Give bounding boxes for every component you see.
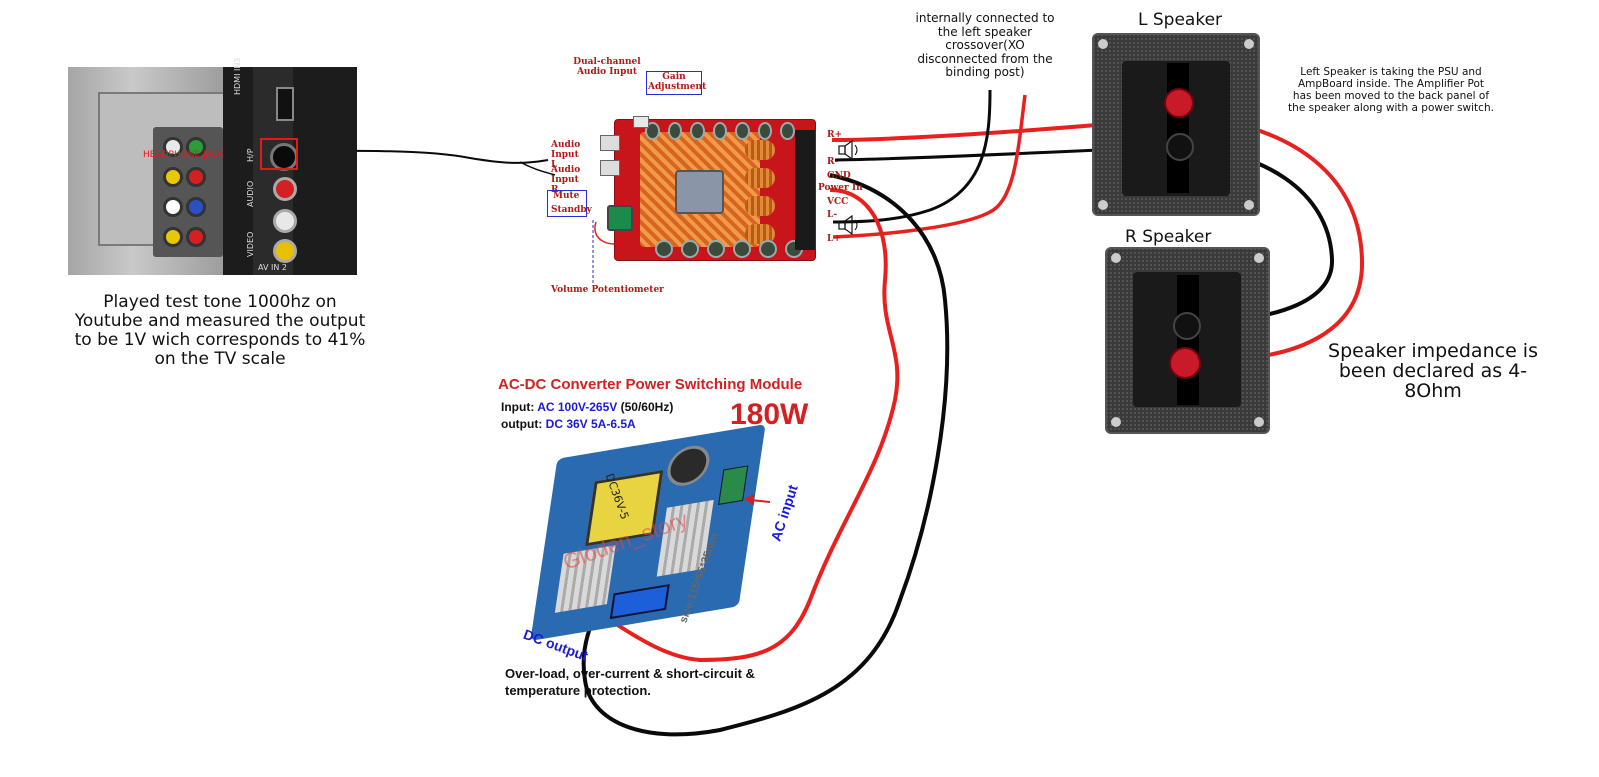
screw (1254, 253, 1264, 263)
wire-power-black (581, 173, 950, 737)
left-red-binding-post[interactable] (1164, 88, 1194, 118)
speaker-symbol-r (838, 140, 858, 160)
port-dot (186, 227, 206, 247)
left-speaker-note: Left Speaker is taking the PSU and AmpBo… (1288, 66, 1494, 114)
label-l-plus: L+ (827, 234, 841, 244)
label-gnd: GND (827, 171, 851, 181)
psu-output-line: output: DC 36V 5A-6.5A (501, 417, 636, 431)
impedance-note: Speaker impedance is been declared as 4-… (1328, 340, 1538, 402)
av-in-label: AV IN 2 (258, 263, 287, 272)
psu-input-freq: (50/60Hz) (620, 400, 674, 414)
inductor (745, 196, 775, 216)
psu-wattage: 180W (730, 398, 809, 431)
internal-connection-note: internally connected to the left speaker… (915, 11, 1055, 79)
port-dot (163, 197, 183, 217)
inductor (745, 168, 775, 188)
label-r-minus: R- (827, 157, 839, 167)
psu-output-value: DC 36V 5A-6.5A (545, 417, 636, 431)
right-black-binding-post[interactable] (1173, 312, 1201, 340)
inductor (745, 140, 775, 160)
label-vcc: VCC (827, 197, 849, 207)
volume-pointer (592, 220, 594, 285)
psu-output-terminal (609, 584, 670, 620)
rca-white-port (273, 209, 297, 233)
screw (1244, 200, 1254, 210)
psu-output-label: output: (501, 417, 543, 431)
audio-input-jack-r (600, 160, 620, 176)
label-r-plus: R+ (827, 130, 843, 140)
video-label: VIDEO (246, 231, 255, 257)
left-plate-strip (1167, 63, 1189, 193)
label-mute: Mute (553, 191, 580, 201)
audio-input-jack-l (600, 135, 620, 151)
headphone-jack-label: HEADPHONE JACK (143, 150, 224, 160)
label-standby: Standby (551, 205, 592, 215)
label-l-minus: L- (827, 210, 838, 220)
psu-input-line: Input: AC 100V-265V (50/60Hz) (501, 400, 673, 414)
port-dot (186, 167, 206, 187)
hdmi-port (276, 87, 294, 121)
screw (1098, 200, 1108, 210)
wire-ls-to-rs-red (1179, 113, 1365, 362)
left-speaker-terminal-plate (1092, 33, 1260, 216)
psu-input-value: AC 100V-265V (537, 400, 618, 414)
headphone-highlight-box (260, 138, 298, 170)
right-speaker-terminal-plate (1105, 247, 1270, 434)
label-volume: Volume Potentiometer (551, 285, 664, 295)
screw (1244, 39, 1254, 49)
speaker-symbol-l (838, 215, 858, 235)
psu-title: AC-DC Converter Power Switching Module (498, 376, 803, 393)
rca-yellow-port (273, 239, 297, 263)
gain-label-box (646, 71, 702, 95)
capacitor-row-top (645, 122, 796, 140)
label-dual-channel: Dual-channel Audio Input (573, 57, 641, 77)
label-audio-l: Audio Input L (551, 140, 581, 170)
psu-input-label: Input: (501, 400, 535, 414)
amp-chip (675, 170, 724, 214)
output-terminal-block (795, 130, 815, 250)
audio-cable-r (519, 161, 556, 176)
left-speaker-title: L Speaker (1138, 10, 1223, 30)
tv-back-panel: HDMI IN3 HEADPHONE JACK AUDIO VIDEO AV I… (68, 58, 357, 275)
wire-power-red (608, 188, 900, 663)
port-dot (163, 167, 183, 187)
screw (1254, 417, 1264, 427)
right-speaker-title: R Speaker (1125, 227, 1212, 247)
psu-protection-note: Over-load, over-current & short-circuit … (505, 666, 755, 698)
hdmi-label: HDMI IN3 (233, 57, 242, 95)
screw (1098, 39, 1108, 49)
label-power-in: Power In (818, 183, 863, 193)
psu-big-capacitor (664, 442, 713, 489)
wire-internal-black (832, 89, 992, 224)
label-gain: Gain Adjustment (648, 72, 707, 92)
mute-standby-box (547, 190, 587, 217)
screw (1111, 253, 1121, 263)
amp-board (600, 116, 815, 260)
tv-test-note: Played test tone 1000hz on Youtube and m… (74, 292, 366, 369)
screw (1111, 417, 1121, 427)
volume-potentiometer[interactable] (607, 205, 633, 231)
right-plate-strip (1177, 275, 1199, 405)
port-dot (163, 137, 183, 157)
hp-label: H/P (246, 148, 255, 162)
port-dot (186, 197, 206, 217)
inductor (745, 224, 775, 244)
gain-pot[interactable] (633, 116, 649, 128)
ac-input-arrow (744, 494, 771, 505)
left-black-binding-post[interactable] (1166, 133, 1194, 161)
port-dot (186, 137, 206, 157)
right-red-binding-post[interactable] (1169, 347, 1201, 379)
audio-label: AUDIO (246, 180, 255, 207)
capacitor-row-bottom (655, 240, 805, 258)
rca-red-port (273, 177, 297, 201)
port-dot (163, 227, 183, 247)
